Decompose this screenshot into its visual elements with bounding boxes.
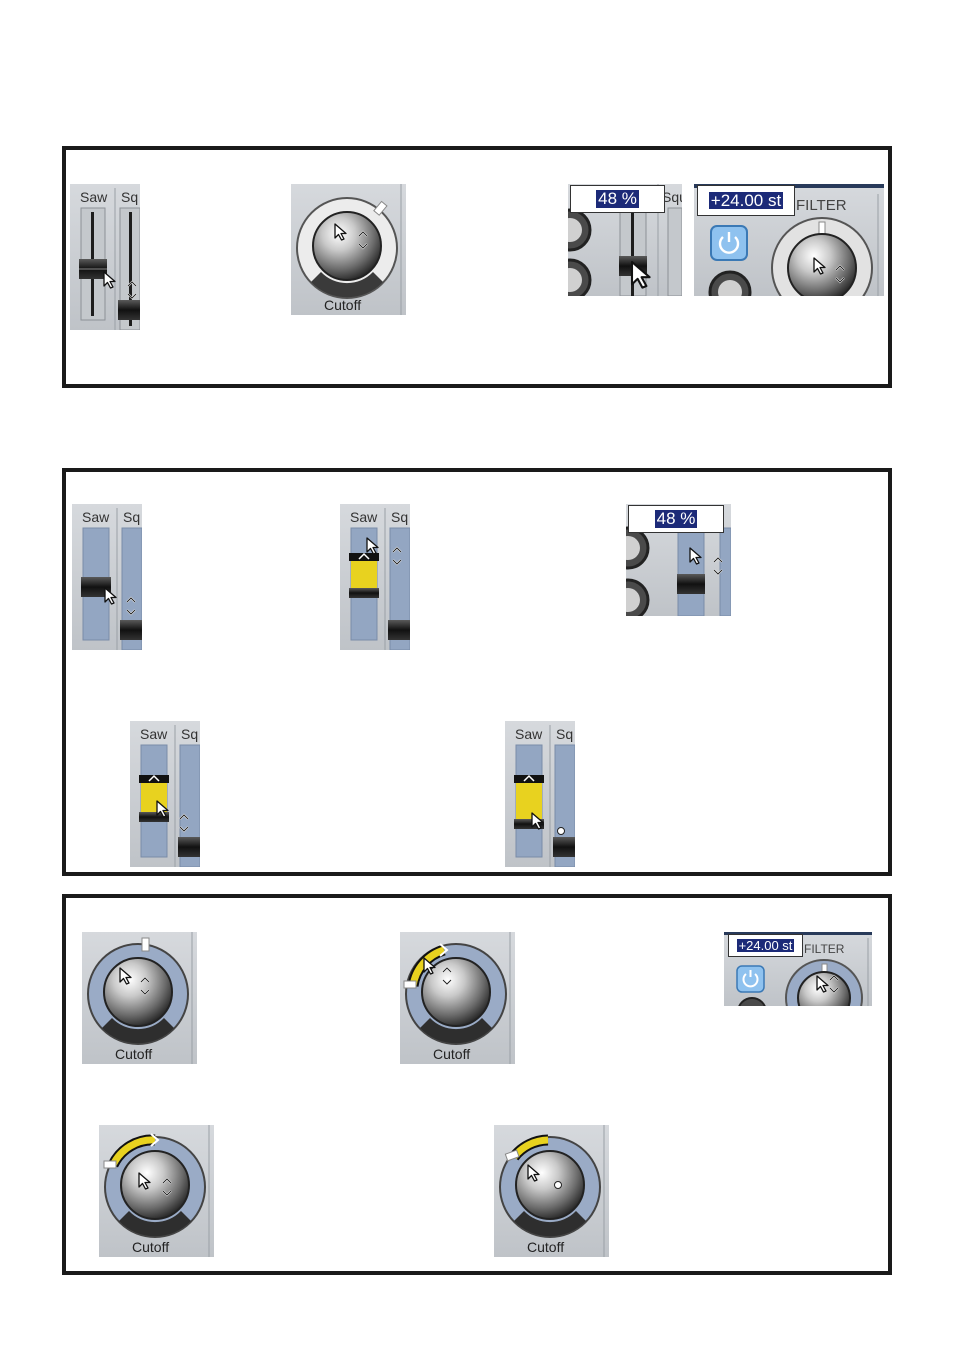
knob-screenshot: Cutoff [400, 932, 515, 1064]
knob-indicator [142, 938, 149, 951]
knob-screenshot: Cutoff [291, 184, 406, 315]
sq-fader-cap[interactable] [120, 620, 142, 640]
value-tooltip: +24.00 st [728, 934, 803, 957]
cutoff-label: Cutoff [527, 1239, 564, 1255]
power-icon[interactable] [737, 966, 764, 992]
saw-label: Saw [515, 726, 543, 742]
cutoff-knob[interactable] [121, 1151, 189, 1219]
saw-label: Saw [82, 509, 110, 525]
cutoff-label: Cutoff [324, 297, 361, 313]
sq-label: Sq [181, 726, 198, 742]
value-range-highlight [516, 781, 542, 821]
sq-label: Sq [121, 189, 138, 205]
knob-screenshot: Cutoff [82, 932, 197, 1064]
cutoff-knob[interactable] [313, 212, 381, 280]
saw-label: Saw [80, 189, 108, 205]
saw-label: Saw [350, 509, 378, 525]
power-icon[interactable] [711, 226, 747, 260]
cutoff-knob[interactable] [516, 1151, 584, 1219]
filter-label: FILTER [796, 197, 847, 214]
tooltip-value: 48 % [655, 510, 698, 528]
value-tooltip: 48 % [628, 505, 724, 533]
fader-screenshot: Saw Sq [340, 504, 410, 650]
cutoff-label: Cutoff [132, 1239, 169, 1255]
saw-fader-cap[interactable] [79, 259, 107, 279]
sq-fader-cap[interactable] [118, 300, 140, 320]
value-tooltip: 48 % [570, 185, 665, 213]
tooltip-value: +24.00 st [737, 939, 795, 953]
filter-label: FILTER [804, 942, 845, 956]
pointer-dot-icon [558, 828, 565, 835]
sq-label: Sq [123, 509, 140, 525]
knob-screenshot: Cutoff [99, 1125, 214, 1257]
cutoff-label: Cutoff [115, 1046, 152, 1062]
saw-label: Saw [140, 726, 168, 742]
cutoff-label: Cutoff [433, 1046, 470, 1062]
pointer-dot-icon [555, 1182, 562, 1189]
sq-label: Sq [391, 509, 408, 525]
sq-fader-cap[interactable] [388, 620, 410, 640]
sq-label: Sq [556, 726, 573, 742]
fader-screenshot: Saw Sq [505, 721, 575, 867]
saw-fader-cap[interactable] [677, 574, 705, 594]
sq-label: Squ [662, 189, 682, 205]
fader-screenshot: Saw Sq [130, 721, 200, 867]
value-tooltip: +24.00 st [697, 185, 795, 216]
cutoff-knob[interactable] [104, 958, 172, 1026]
fader-screenshot: Saw Sq [72, 504, 142, 650]
knob-screenshot: Cutoff [494, 1125, 609, 1257]
sq-fader-cap[interactable] [178, 837, 200, 857]
tooltip-value: +24.00 st [709, 192, 783, 210]
sq-fader-cap[interactable] [553, 837, 575, 857]
saw-fader-cap[interactable] [349, 588, 379, 598]
tooltip-value: 48 % [596, 190, 639, 208]
cutoff-knob[interactable] [422, 958, 490, 1026]
fader-screenshot: Saw Sq [70, 184, 140, 330]
